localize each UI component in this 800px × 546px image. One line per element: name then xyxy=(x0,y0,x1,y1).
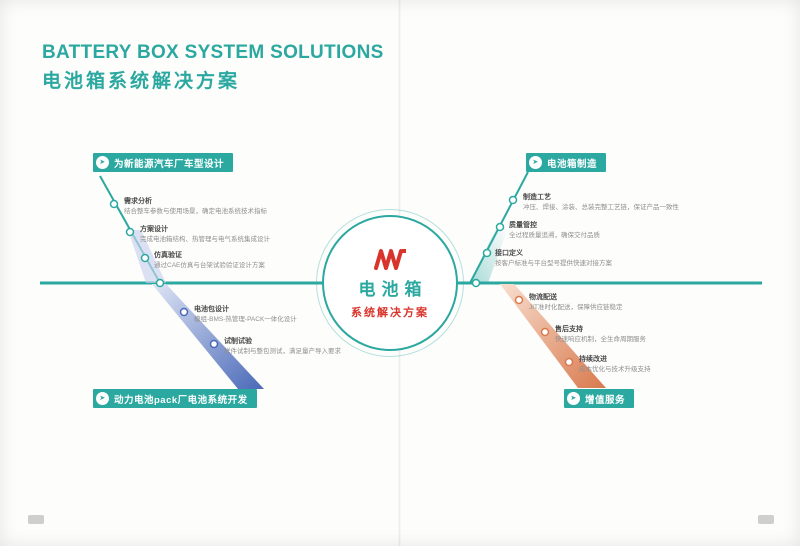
note-text: JIT准时化配送，保障供应链稳定 xyxy=(529,304,623,311)
note-item: 方案设计 完成电池箱结构、热管理与电气系统集成设计 xyxy=(140,224,292,245)
note-title: 物流配送 xyxy=(529,294,557,301)
branch-label-bottom-left: ➤ 动力电池pack厂电池系统开发 xyxy=(93,389,257,408)
note-title: 试制试验 xyxy=(224,338,252,345)
note-title: 接口定义 xyxy=(495,250,523,257)
branch-label-text: 动力电池pack厂电池系统开发 xyxy=(114,394,248,406)
note-title: 需求分析 xyxy=(124,198,152,205)
note-text: 通过CAE仿真与台架试验验证设计方案 xyxy=(154,262,265,269)
note-text: 快速响应机制，全生命周期服务 xyxy=(555,336,646,343)
branch-label-bottom-right: ➤ 增值服务 xyxy=(564,389,635,408)
note-item: 试制试验 样件试制与整包测试，满足量产导入要求 xyxy=(224,336,344,357)
note-title: 仿真验证 xyxy=(154,252,182,259)
note-item: 制造工艺 冲压、焊接、涂装、总装完整工艺链，保证产品一致性 xyxy=(523,192,685,213)
brand-logo-icon xyxy=(374,248,406,270)
note-item: 质量管控 全过程质量追溯，确保交付品质 xyxy=(509,220,669,241)
note-text: 结合整车参数与使用场景，确定电池系统技术指标 xyxy=(124,208,267,215)
note-text: 冲压、焊接、涂装、总装完整工艺链，保证产品一致性 xyxy=(523,204,679,211)
note-text: 成本优化与技术升级支持 xyxy=(579,366,651,373)
note-text: 完成电池箱结构、热管理与电气系统集成设计 xyxy=(140,236,270,243)
note-title: 方案设计 xyxy=(140,226,168,233)
note-title: 质量管控 xyxy=(509,222,537,229)
branch-label-text: 为新能源汽车厂车型设计 xyxy=(114,158,225,170)
note-text: 全过程质量追溯，确保交付品质 xyxy=(509,232,600,239)
branch-node-dots xyxy=(109,195,574,367)
note-text: 样件试制与整包测试，满足量产导入要求 xyxy=(224,348,341,355)
note-item: 物流配送 JIT准时化配送，保障供应链稳定 xyxy=(529,292,679,313)
center-badge: 电池箱 系统解决方案 xyxy=(316,209,464,357)
arrow-circle-icon: ➤ xyxy=(529,156,542,169)
note-item: 仿真验证 通过CAE仿真与台架试验验证设计方案 xyxy=(154,250,304,271)
page-title-chinese: 电池箱系统解决方案 xyxy=(42,71,241,92)
badge-line1: 电池箱 xyxy=(358,279,428,299)
badge-line2: 系统解决方案 xyxy=(351,306,429,319)
arrow-circle-icon: ➤ xyxy=(96,392,109,405)
note-item: 持续改进 成本优化与技术升级支持 xyxy=(579,354,709,375)
page-marker-right xyxy=(758,515,774,524)
note-title: 制造工艺 xyxy=(523,194,551,201)
note-text: 模组-BMS-热管理-PACK一体化设计 xyxy=(194,316,297,323)
branch-label-text: 电池箱制造 xyxy=(547,158,598,170)
note-title: 持续改进 xyxy=(579,356,607,363)
note-text: 按客户标准与平台型号提供快速对接方案 xyxy=(495,260,612,267)
page-marker-left xyxy=(28,515,44,524)
page-title-english: BATTERY BOX SYSTEM SOLUTIONS xyxy=(42,42,384,63)
note-title: 售后支持 xyxy=(555,326,583,333)
branch-label-top-right: ➤ 电池箱制造 xyxy=(526,153,607,172)
branch-label-text: 增值服务 xyxy=(585,394,626,406)
branch-label-top-left: ➤ 为新能源汽车厂车型设计 xyxy=(93,153,234,172)
note-item: 电池包设计 模组-BMS-热管理-PACK一体化设计 xyxy=(194,304,344,325)
note-item: 售后支持 快速响应机制，全生命周期服务 xyxy=(555,324,695,345)
arrow-circle-icon: ➤ xyxy=(567,392,580,405)
note-title: 电池包设计 xyxy=(194,306,229,313)
branch-ribbon-bottom-right xyxy=(500,284,606,388)
note-item: 需求分析 结合整车参数与使用场景，确定电池系统技术指标 xyxy=(124,196,276,217)
note-item: 接口定义 按客户标准与平台型号提供快速对接方案 xyxy=(495,248,677,269)
branch-ribbon-bottom-left xyxy=(152,284,264,389)
arrow-circle-icon: ➤ xyxy=(96,156,109,169)
